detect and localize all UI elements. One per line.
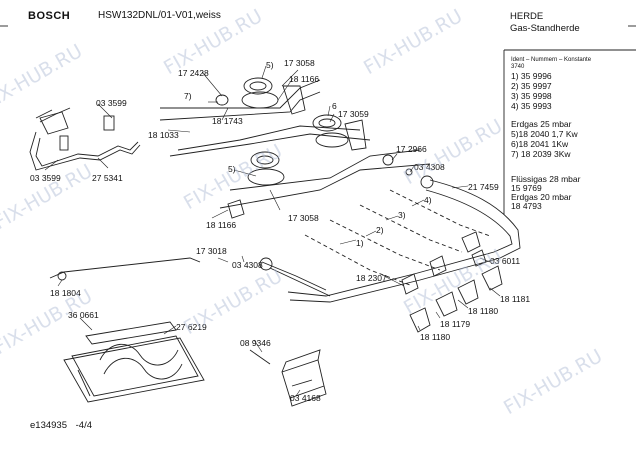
part-label: 27 5341: [92, 173, 123, 183]
part-label: 18 1179: [440, 319, 470, 329]
part-label: 18 1033: [148, 130, 179, 140]
gas-group-line: 15 9769: [511, 183, 542, 193]
part-label: 03 4308: [414, 162, 445, 172]
part-label: 08 9346: [240, 338, 271, 348]
gas-group-heading: Erdgas 20 mbar: [511, 192, 572, 202]
part-label: 18 1166: [289, 74, 319, 84]
part-label: 03 6011: [490, 256, 520, 266]
part-label: 17 3018: [196, 246, 227, 256]
variant-4: 4) 35 9993: [511, 101, 552, 111]
part-label: 5): [228, 164, 236, 174]
gas-group-line: 5)18 2040 1,7 Kw: [511, 129, 578, 139]
leader-lines: [44, 65, 501, 397]
brand-name: BOSCH: [28, 10, 71, 22]
part-label: 17 2966: [396, 144, 427, 154]
gas-group-line: 6)18 2041 1Kw: [511, 139, 569, 149]
part-labels: 03 3599 03 3599 27 5341 18 1033 17 2428 …: [30, 58, 530, 403]
part-label: 03 3599: [96, 98, 127, 108]
gas-group-heading: Flüssigas 28 mbar: [511, 174, 581, 184]
part-label: 21 7459: [468, 182, 499, 192]
part-label: 03 4168: [290, 393, 321, 403]
part-label: 18 2307: [356, 273, 387, 283]
gas-group-line: 18 4793: [511, 201, 542, 211]
drawing-footer: e134935 -4/4: [30, 420, 92, 431]
thermostat-probe: [49, 257, 201, 281]
part-label: 3): [398, 210, 406, 220]
part-label: 2): [376, 225, 384, 235]
page-number: -4/4: [75, 420, 92, 431]
drawing-id: e134935: [30, 420, 67, 431]
gas-manifold: [259, 154, 521, 303]
small-heating-element: [29, 107, 141, 171]
variant-3: 3) 35 9998: [511, 91, 552, 101]
part-label: 18 1180: [420, 332, 450, 342]
ignition-switch: [249, 349, 327, 407]
part-label: 18 1181: [500, 294, 530, 304]
part-label: 03 3599: [30, 173, 61, 183]
variant-1: 1) 35 9996: [511, 71, 552, 81]
part-label: 5): [266, 60, 274, 70]
part-label: 17 3058: [288, 213, 319, 223]
part-label: 17 2428: [178, 68, 209, 78]
category-title: HERDE: [510, 11, 544, 22]
part-label: 17 3058: [284, 58, 315, 68]
part-label: 18 1804: [50, 288, 81, 298]
gas-feed-lines: [304, 189, 491, 286]
variant-2: 2) 35 9997: [511, 81, 552, 91]
part-label: 18 1166: [206, 220, 236, 230]
subcategory-title: Gas-Standherde: [510, 23, 580, 34]
upper-burner-rail: [159, 77, 431, 219]
part-label: 7): [184, 91, 192, 101]
model-code: HSW132DNL/01-V01,weiss: [98, 10, 221, 21]
valve-taps: [401, 231, 503, 333]
ident-constant: 3740: [511, 64, 525, 70]
part-label: 27 6219: [176, 322, 207, 332]
part-label: 18 1180: [468, 306, 498, 316]
part-label: 6: [332, 101, 337, 111]
gas-group-heading: Erdgas 25 mbar: [511, 119, 572, 129]
part-label: 36 0661: [68, 310, 99, 320]
part-label: 18 1743: [212, 116, 243, 126]
part-label: 17 3059: [338, 109, 369, 119]
part-label: 4): [424, 195, 432, 205]
ident-title: Ident – Nummern – Konstante: [511, 57, 592, 63]
part-label: 1): [356, 238, 364, 248]
oven-heating-element: [63, 321, 205, 403]
gas-group-line: 7) 18 2039 3Kw: [511, 149, 571, 159]
part-label: 03 4308: [232, 260, 263, 270]
